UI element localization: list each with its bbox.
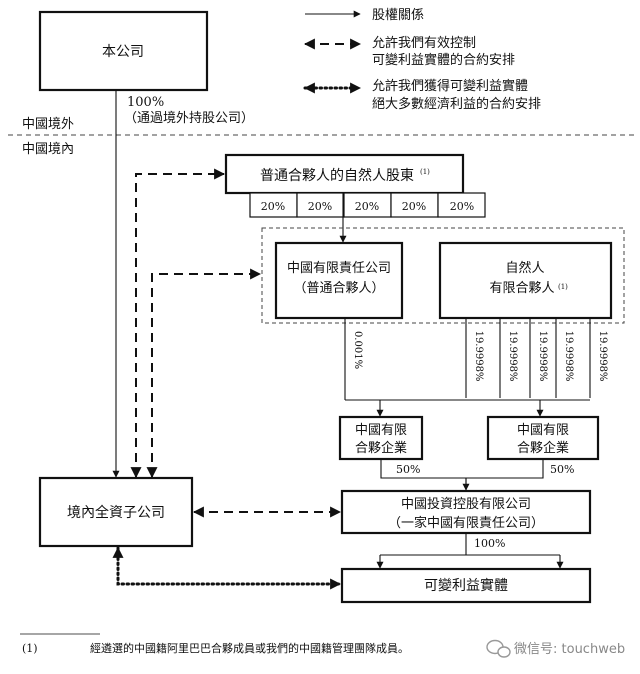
lp-stake-pct-3: 19.9998% bbox=[537, 331, 548, 382]
vie-label: 可變利益實體 bbox=[424, 577, 508, 594]
legend-economic-label-2: 絕大多數經濟利益的合約安排 bbox=[372, 96, 541, 112]
legend-ownership-label: 股權關係 bbox=[372, 8, 424, 23]
wfoe-label: 境內全資子公司 bbox=[67, 504, 165, 521]
shareholder-pct-3: 20% bbox=[355, 200, 379, 213]
lp-persons-box bbox=[438, 241, 613, 320]
company-pct-note: （通過境外持股公司） bbox=[124, 111, 254, 126]
lp-stake-pct-5: 19.9998% bbox=[597, 331, 608, 382]
lp-persons-label-2: 有限合夥人 bbox=[489, 281, 554, 296]
wechat-icon bbox=[486, 639, 511, 658]
legend-economic-label-1: 允許我們獲得可變利益實體 bbox=[372, 78, 528, 94]
lp-a-to-holdco bbox=[380, 459, 467, 490]
legend-control-label-1: 允許我們有效控制 bbox=[372, 35, 476, 51]
vie-box bbox=[340, 567, 592, 604]
holdco-label-2: （一家中國有限責任公司） bbox=[388, 515, 544, 531]
shareholder-pct-4: 20% bbox=[402, 200, 426, 213]
holdco-box bbox=[340, 489, 592, 535]
gp-company-label-2: （普通合夥人） bbox=[293, 281, 384, 296]
lp-b-label-1: 中國有限 bbox=[517, 423, 569, 438]
lp-b-box bbox=[486, 415, 600, 461]
watermark-text: 微信号: touchweb bbox=[514, 642, 625, 657]
shareholder-pct-2: 20% bbox=[308, 200, 332, 213]
shareholder-cell-5 bbox=[437, 192, 486, 218]
shareholder-pct-1: 20% bbox=[261, 200, 285, 213]
partners-group-outline bbox=[261, 227, 625, 324]
lp-persons-footnote-ref: (1) bbox=[558, 283, 568, 291]
lp-stakes: 19.9998% 19.9998% 19.9998% 19.9998% 19.9… bbox=[465, 318, 608, 398]
region-outside-label: 中國境外 bbox=[22, 117, 74, 132]
lp-a-label-2: 合夥企業 bbox=[355, 440, 407, 456]
lp-b-holdco-pct: 50% bbox=[550, 463, 574, 476]
company-box bbox=[38, 10, 209, 92]
gp-shareholders-box bbox=[224, 153, 465, 195]
legend-control-label-2: 可變利益實體的合約安排 bbox=[372, 52, 515, 68]
shareholder-percent-row: 20% 20% 20% 20% 20% bbox=[249, 192, 486, 218]
lp-a-label-1: 中國有限 bbox=[355, 423, 407, 438]
lp-stake-pct-2: 19.9998% bbox=[507, 331, 518, 382]
lp-persons-label-1: 自然人 bbox=[505, 260, 544, 276]
lp-b-to-holdco bbox=[466, 459, 544, 479]
holdco-vie-pct: 100% bbox=[474, 537, 505, 550]
gp-shareholders-footnote-ref: (1) bbox=[420, 168, 430, 176]
footnote-text: 經遴選的中國籍阿里巴巴合夥成員或我們的中國籍管理團隊成員。 bbox=[90, 641, 409, 655]
shareholder-cell-1 bbox=[249, 192, 298, 218]
lp-a-holdco-pct: 50% bbox=[396, 463, 420, 476]
gp-shareholders-label: 普通合夥人的自然人股東 bbox=[260, 167, 414, 184]
gp-company-box bbox=[274, 241, 404, 320]
wfoe-to-shareholders-dash bbox=[130, 168, 226, 479]
gp-stake-label: 0.001% bbox=[352, 331, 363, 369]
lp-stake-pct-1: 19.9998% bbox=[473, 331, 484, 382]
region-inside-label: 中國境內 bbox=[22, 142, 74, 157]
gp-company-label-1: 中國有限責任公司 bbox=[287, 261, 391, 276]
footnote-marker: (1) bbox=[22, 642, 38, 655]
lp-b-label-2: 合夥企業 bbox=[517, 440, 569, 456]
company-pct: 100% bbox=[127, 95, 164, 110]
shareholder-pct-5: 20% bbox=[450, 200, 474, 213]
holdco-label-1: 中國投資控股有限公司 bbox=[401, 496, 531, 512]
wfoe-box bbox=[38, 476, 194, 548]
legend: 股權關係 允許我們有效控制 可變利益實體的合約安排 允許我們獲得可變利益實體 絕… bbox=[303, 8, 541, 112]
company-label: 本公司 bbox=[102, 44, 144, 60]
wfoe-to-group-dash bbox=[146, 268, 262, 479]
wfoe-to-vie-dotted bbox=[112, 546, 342, 590]
lp-stake-pct-4: 19.9998% bbox=[563, 331, 574, 382]
